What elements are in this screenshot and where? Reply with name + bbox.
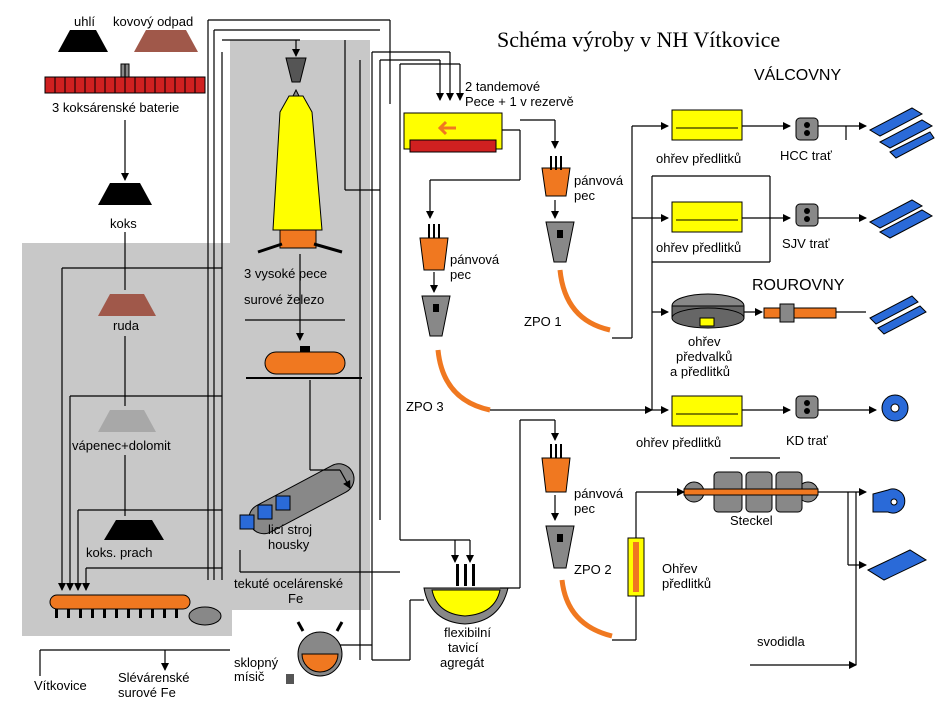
pig-casting-machine xyxy=(239,463,355,535)
coal-pile xyxy=(58,30,108,52)
ladle-a-label-2: pec xyxy=(574,188,595,203)
blast-furnace xyxy=(257,57,343,254)
reheat-1-label: ohřev předlitků xyxy=(656,151,741,166)
rolling-mills-heading: VÁLCOVNY xyxy=(754,65,841,84)
blast-furnace-label: 3 vysoké pece xyxy=(244,266,327,281)
tandem-label-1: 2 tandemové xyxy=(465,79,540,94)
caster-zpo2 xyxy=(545,525,613,639)
mixer-label-1: sklopný xyxy=(234,655,279,670)
ladle-c-label-1: pánvová xyxy=(574,486,624,501)
rotary-label-3: a předlitků xyxy=(670,364,730,379)
sinter-strand xyxy=(49,594,191,610)
zpo3-label: ZPO 3 xyxy=(406,399,444,414)
kd-label: KD trať xyxy=(786,433,828,448)
scrap-pile xyxy=(134,30,198,52)
tilting-mixer xyxy=(286,621,344,684)
sjv-mill-stand xyxy=(795,203,819,227)
ladle-furnace-a xyxy=(541,156,571,197)
sjv-product-bars xyxy=(868,199,934,239)
vitkovice-label: Vítkovice xyxy=(34,678,87,693)
steckel-label: Steckel xyxy=(730,513,773,528)
coke-battery-label: 3 koksárenské baterie xyxy=(52,100,179,115)
hcc-product-bars xyxy=(868,107,935,159)
ore-label: ruda xyxy=(113,318,140,333)
plate-reheat-label-2: předlitků xyxy=(662,576,711,591)
flex-label-1: flexibilní xyxy=(444,625,491,640)
flow-lines xyxy=(39,19,877,676)
flex-label-3: agregát xyxy=(440,655,484,670)
sjv-label: SJV trať xyxy=(782,236,830,251)
scrap-label: kovový odpad xyxy=(113,14,193,29)
ore-pile xyxy=(98,294,156,316)
reheat-furnace-2 xyxy=(671,201,743,233)
casting-machine-label-1: licí stroj xyxy=(268,522,312,537)
ladle-furnace-c xyxy=(541,444,571,493)
reheat-3-label: ohřev předlitků xyxy=(636,435,721,450)
sinter-strand-rollers xyxy=(55,609,178,618)
limestone-label: vápenec+dolomit xyxy=(72,438,171,453)
steckel-plate-product xyxy=(866,549,928,581)
steckel-mill xyxy=(683,471,819,513)
reheat-furnace-3 xyxy=(671,395,743,427)
rotary-label-2: předvalků xyxy=(676,349,732,364)
coal-label: uhlí xyxy=(74,14,95,29)
pig-iron-label: surové železo xyxy=(244,292,324,307)
tandem-label-2: Pece + 1 v rezervě xyxy=(465,94,574,109)
coke-battery-ribs xyxy=(54,77,196,93)
ladle-b-label-1: pánvová xyxy=(450,252,500,267)
diagram-title: Schéma výroby v NH Vítkovice xyxy=(497,27,780,52)
hcc-mill-stand xyxy=(795,117,819,141)
tube-products xyxy=(869,295,927,335)
ladle-b-label-2: pec xyxy=(450,267,471,282)
kd-mill-stand xyxy=(795,395,819,419)
zpo1-label: ZPO 1 xyxy=(524,314,562,329)
ladle-a-label-1: pánvová xyxy=(574,173,624,188)
ladle-c-label-2: pec xyxy=(574,501,595,516)
foundry-iron-label-2: surové Fe xyxy=(118,685,176,700)
sinter-cooler xyxy=(188,606,222,626)
plate-reheat-label-1: Ohřev xyxy=(662,561,698,576)
coke-pile xyxy=(98,183,152,205)
caster-zpo1 xyxy=(545,221,611,333)
reheat-furnace-1 xyxy=(671,109,743,141)
foundry-iron-label-1: Slévárenské xyxy=(118,670,190,685)
liquid-iron-label-1: tekuté ocelárenské xyxy=(234,576,343,591)
tube-mills-heading: ROUROVNY xyxy=(752,277,845,294)
rotary-label-1: ohřev xyxy=(688,334,721,349)
coke-label: koks xyxy=(110,216,137,231)
ladle-furnace-b xyxy=(419,224,449,271)
coke-dust-label: koks. prach xyxy=(86,545,152,560)
casting-machine-label-2: housky xyxy=(268,537,310,552)
kd-coil-product xyxy=(881,394,909,422)
liquid-iron-label-2: Fe xyxy=(288,591,303,606)
limestone-pile xyxy=(98,410,156,432)
guardrails-label: svodidla xyxy=(757,634,805,649)
torpedo-car xyxy=(246,346,362,379)
mixer-label-2: mísič xyxy=(234,669,265,684)
hcc-label: HCC trať xyxy=(780,148,832,163)
tube-piercer xyxy=(763,303,837,323)
rotary-hearth-furnace xyxy=(671,293,745,329)
flexible-melting-unit xyxy=(423,564,509,625)
flex-label-2: tavicí xyxy=(448,640,479,655)
steckel-coil-product xyxy=(872,488,906,514)
zpo2-label: ZPO 2 xyxy=(574,562,612,577)
caster-zpo3 xyxy=(421,295,491,413)
coke-dust-pile xyxy=(104,520,164,540)
tandem-furnace xyxy=(403,112,503,153)
reheat-2-label: ohřev předlitků xyxy=(656,240,741,255)
